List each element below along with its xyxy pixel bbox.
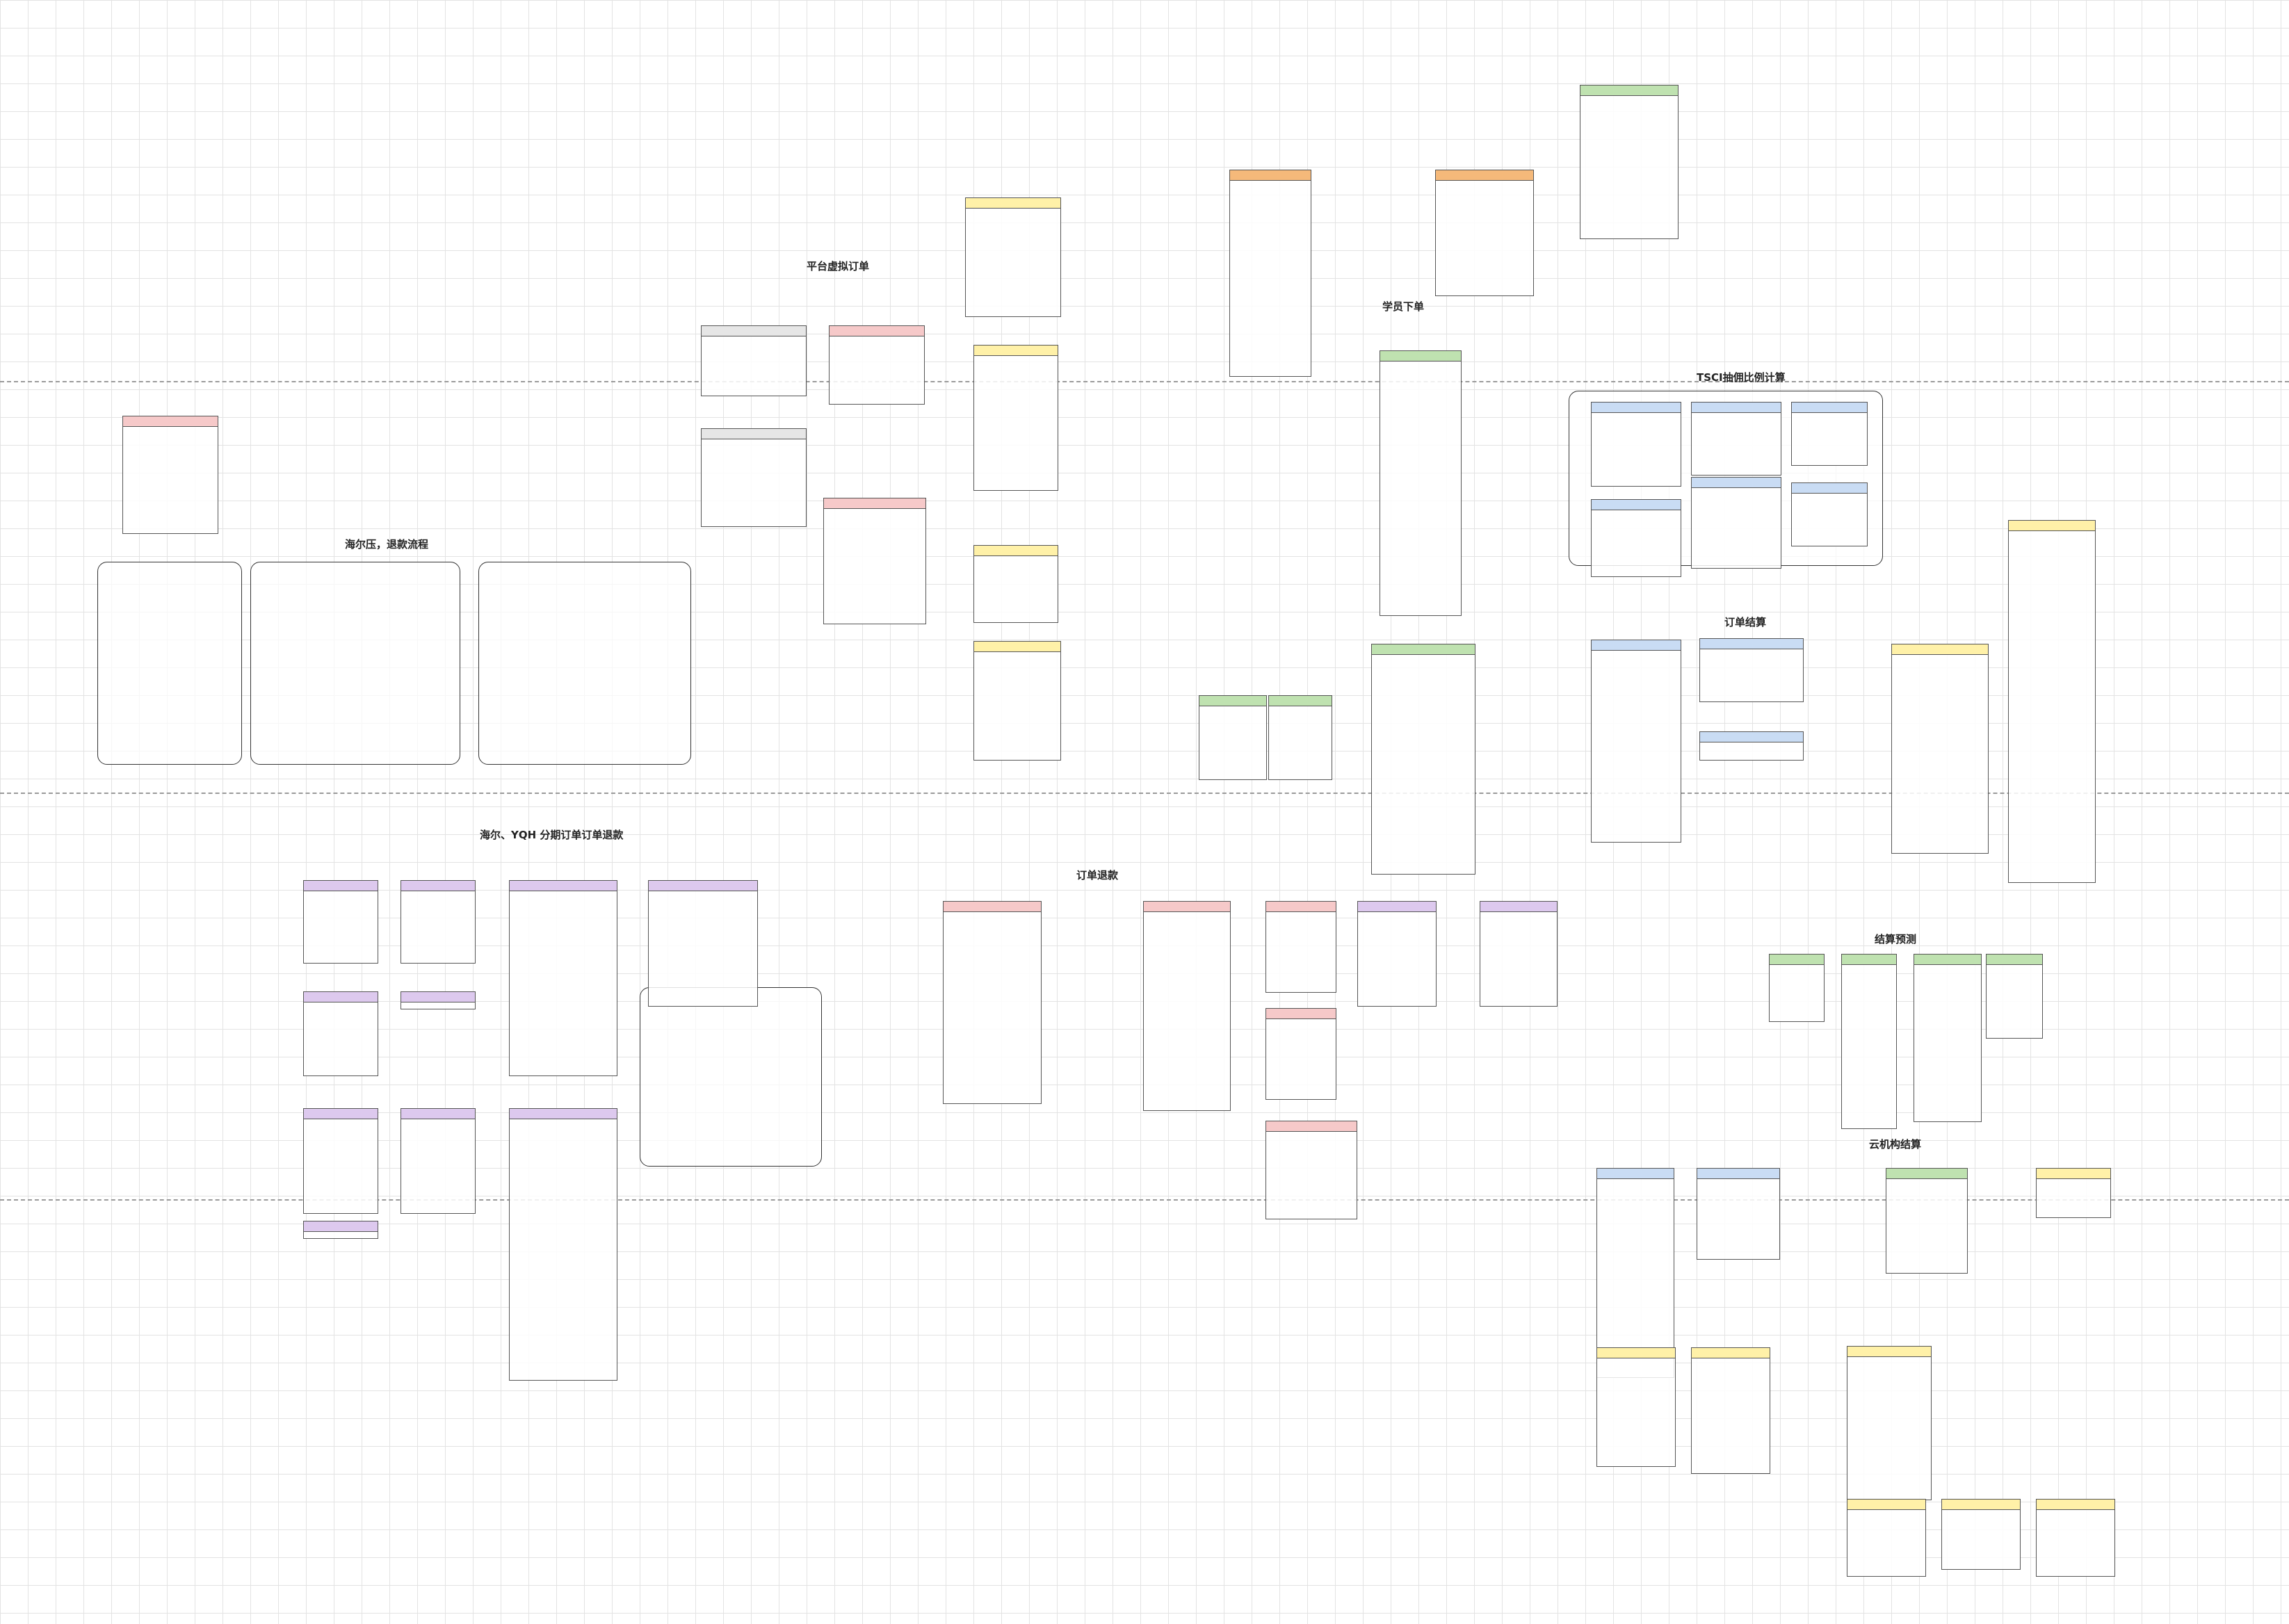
- table-box: [965, 197, 1061, 317]
- table-box: [1699, 731, 1804, 761]
- section-title-cloud-settlement: 云机构结算: [1869, 1138, 1922, 1151]
- table-box: [701, 428, 807, 527]
- table-box: [1591, 499, 1681, 577]
- table-box: [1596, 1168, 1674, 1378]
- table-box: [1371, 644, 1475, 875]
- refund-flow-container: [97, 562, 242, 765]
- table-box: [943, 901, 1042, 1104]
- table-box: [401, 991, 476, 1009]
- section-title-order-refund: 订单退款: [1076, 869, 1119, 882]
- table-box: [1691, 402, 1781, 476]
- section-title-student-order: 学员下单: [1382, 300, 1425, 313]
- table-box: [1986, 954, 2043, 1039]
- section-title-haier-refund: 海尔压，退款流程: [345, 538, 429, 551]
- table-box: [1480, 901, 1558, 1007]
- table-box: [1357, 901, 1437, 1007]
- table-box: [2008, 520, 2096, 883]
- table-box: [303, 1108, 378, 1214]
- refund-decision-container: [640, 987, 822, 1167]
- table-box: [1265, 1121, 1357, 1219]
- section-divider: [0, 1199, 2289, 1201]
- table-box: [1841, 954, 1897, 1129]
- table-box: [1941, 1499, 2021, 1570]
- section-title-order-settlement: 订单结算: [1724, 616, 1767, 628]
- table-box: [1596, 1347, 1676, 1467]
- section-title-tsci-ratio: TSCI抽佣比例计算: [1697, 371, 1786, 384]
- table-box: [1435, 170, 1534, 296]
- table-box: [122, 416, 218, 534]
- table-box: [1580, 85, 1679, 239]
- table-box: [509, 1108, 617, 1381]
- table-box: [1199, 695, 1267, 780]
- section-title-virtual-order: 平台虚拟订单: [807, 260, 870, 273]
- table-box: [1847, 1499, 1926, 1577]
- table-box: [1691, 1347, 1770, 1474]
- table-box: [1914, 954, 1982, 1122]
- table-box: [1886, 1168, 1968, 1274]
- table-box: [1591, 402, 1681, 487]
- table-box: [973, 345, 1058, 491]
- table-box: [1229, 170, 1311, 377]
- table-box: [2036, 1499, 2115, 1577]
- table-box: [1265, 1008, 1336, 1100]
- section-title-installment-refund: 海尔、YQH 分期订单订单退款: [480, 829, 624, 841]
- table-box: [1143, 901, 1231, 1111]
- table-box: [401, 1108, 476, 1214]
- table-box: [303, 880, 378, 964]
- table-box: [401, 880, 476, 964]
- table-box: [1699, 638, 1804, 702]
- refund-flow-container: [250, 562, 460, 765]
- table-box: [1791, 482, 1868, 546]
- table-box: [701, 325, 807, 396]
- table-box: [1380, 350, 1462, 616]
- table-box: [973, 641, 1061, 761]
- table-box: [1847, 1346, 1932, 1500]
- table-box: [973, 545, 1058, 623]
- table-box: [1891, 644, 1989, 854]
- table-box: [1697, 1168, 1780, 1260]
- table-box: [1591, 640, 1681, 843]
- section-divider: [0, 381, 2289, 382]
- table-box: [509, 880, 617, 1076]
- table-box: [1691, 477, 1781, 569]
- table-box: [823, 498, 926, 624]
- table-box: [1268, 695, 1332, 780]
- table-box: [303, 991, 378, 1076]
- table-box: [2036, 1168, 2111, 1218]
- table-box: [1265, 901, 1336, 993]
- table-box: [829, 325, 925, 405]
- section-divider: [0, 793, 2289, 794]
- section-title-settlement-forecast: 结算预测: [1875, 933, 1917, 945]
- table-box: [1791, 402, 1868, 466]
- table-box: [648, 880, 758, 1007]
- refund-flow-container: [478, 562, 691, 765]
- table-box: [303, 1221, 378, 1239]
- table-box: [1769, 954, 1825, 1022]
